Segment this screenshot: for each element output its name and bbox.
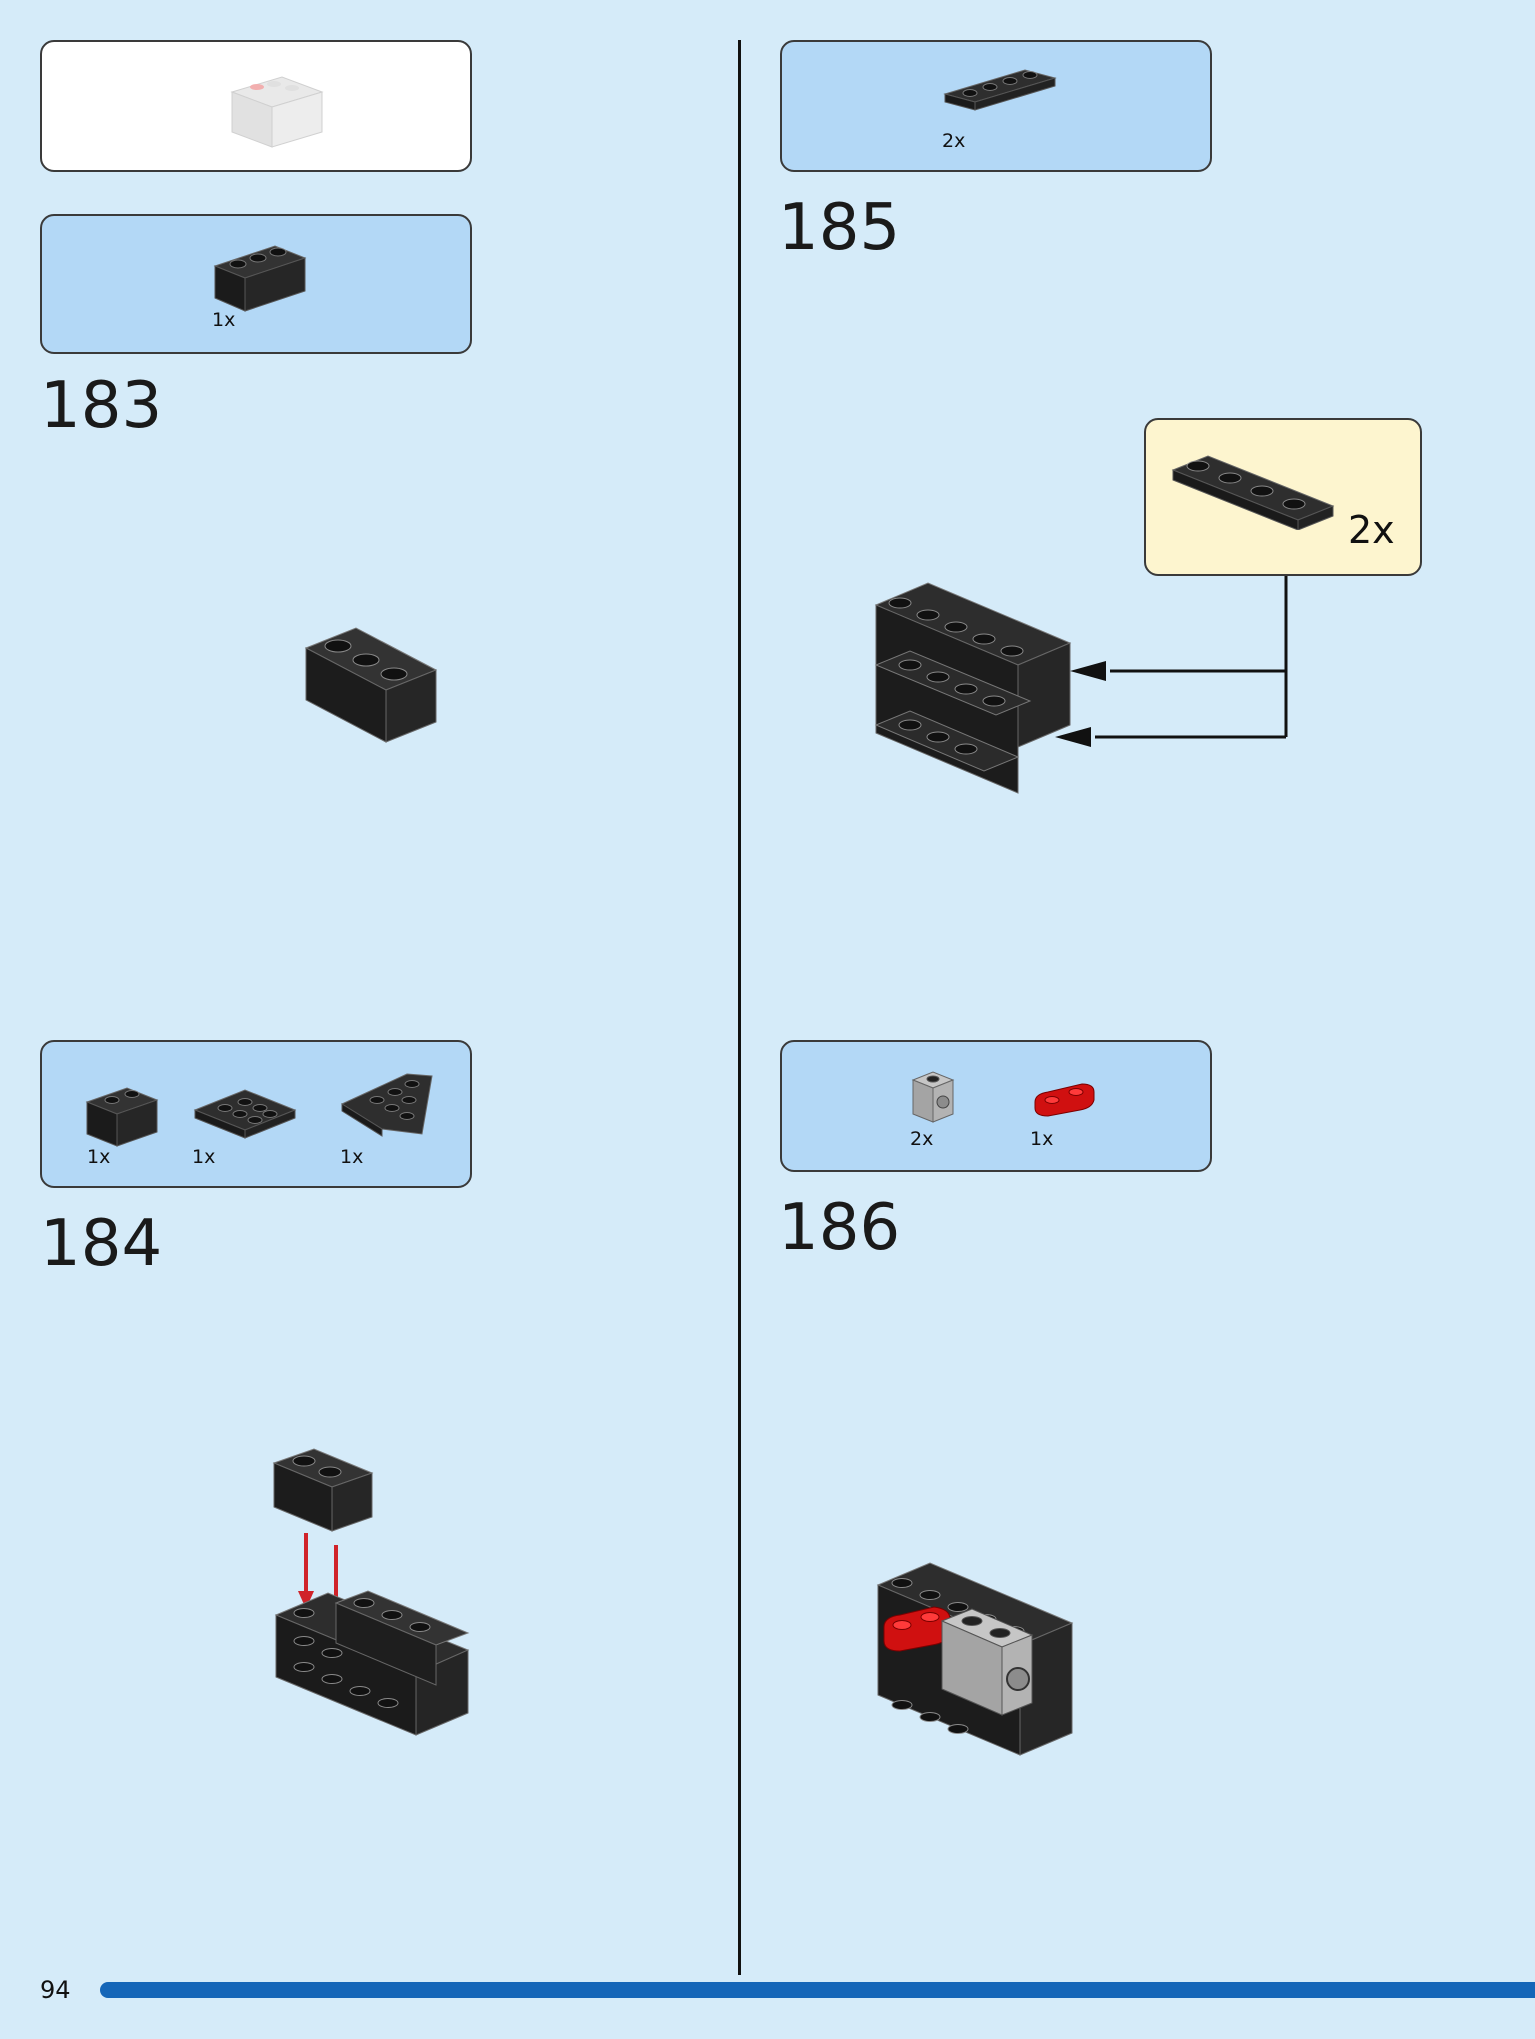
page-footer-bar — [100, 1982, 1535, 1998]
part-quantity: 2x — [942, 130, 966, 152]
column-divider — [738, 40, 741, 1975]
black-1x3-brick-icon — [213, 245, 307, 312]
faded-assembly-image — [230, 76, 324, 148]
step-number: 185 — [778, 191, 901, 265]
step-185-callout: 2x — [1144, 418, 1422, 576]
callout-quantity: 2x — [1348, 508, 1395, 552]
step-number: 183 — [40, 369, 163, 443]
step-183-parts-box: 1x — [40, 214, 472, 354]
black-1x2-brick-icon — [85, 1087, 159, 1147]
step-number: 184 — [40, 1207, 163, 1281]
part-quantity: 1x — [340, 1146, 364, 1168]
black-1x4-plate-callout-icon — [1171, 455, 1335, 530]
black-1x4-plate-icon — [943, 69, 1057, 111]
part-quantity: 1x — [87, 1146, 111, 1168]
gray-1x1-technic-brick-icon — [911, 1071, 955, 1123]
part-quantity: 1x — [1030, 1128, 1054, 1150]
step-186-parts-box: 2x 1x — [780, 1040, 1212, 1172]
step-186-assembly-image — [876, 1562, 1074, 1756]
part-quantity: 1x — [192, 1146, 216, 1168]
step-number: 186 — [778, 1191, 901, 1265]
previous-assembly-preview — [40, 40, 472, 172]
part-quantity: 1x — [212, 309, 236, 331]
step-184-parts-box: 1x 1x 1x — [40, 1040, 472, 1188]
step-184-assembly-image — [272, 1448, 470, 1736]
step-183-black-brick-image — [304, 627, 438, 743]
black-wedge-plate-icon — [340, 1073, 433, 1137]
red-1x2-rounded-plate-icon — [1034, 1083, 1095, 1117]
page-number: 94 — [40, 1976, 71, 2004]
step-185-parts-box: 2x — [780, 40, 1212, 172]
part-quantity: 2x — [910, 1128, 934, 1150]
step-185-assembly-image — [874, 576, 1288, 794]
black-2x3-plate-icon — [193, 1089, 297, 1139]
